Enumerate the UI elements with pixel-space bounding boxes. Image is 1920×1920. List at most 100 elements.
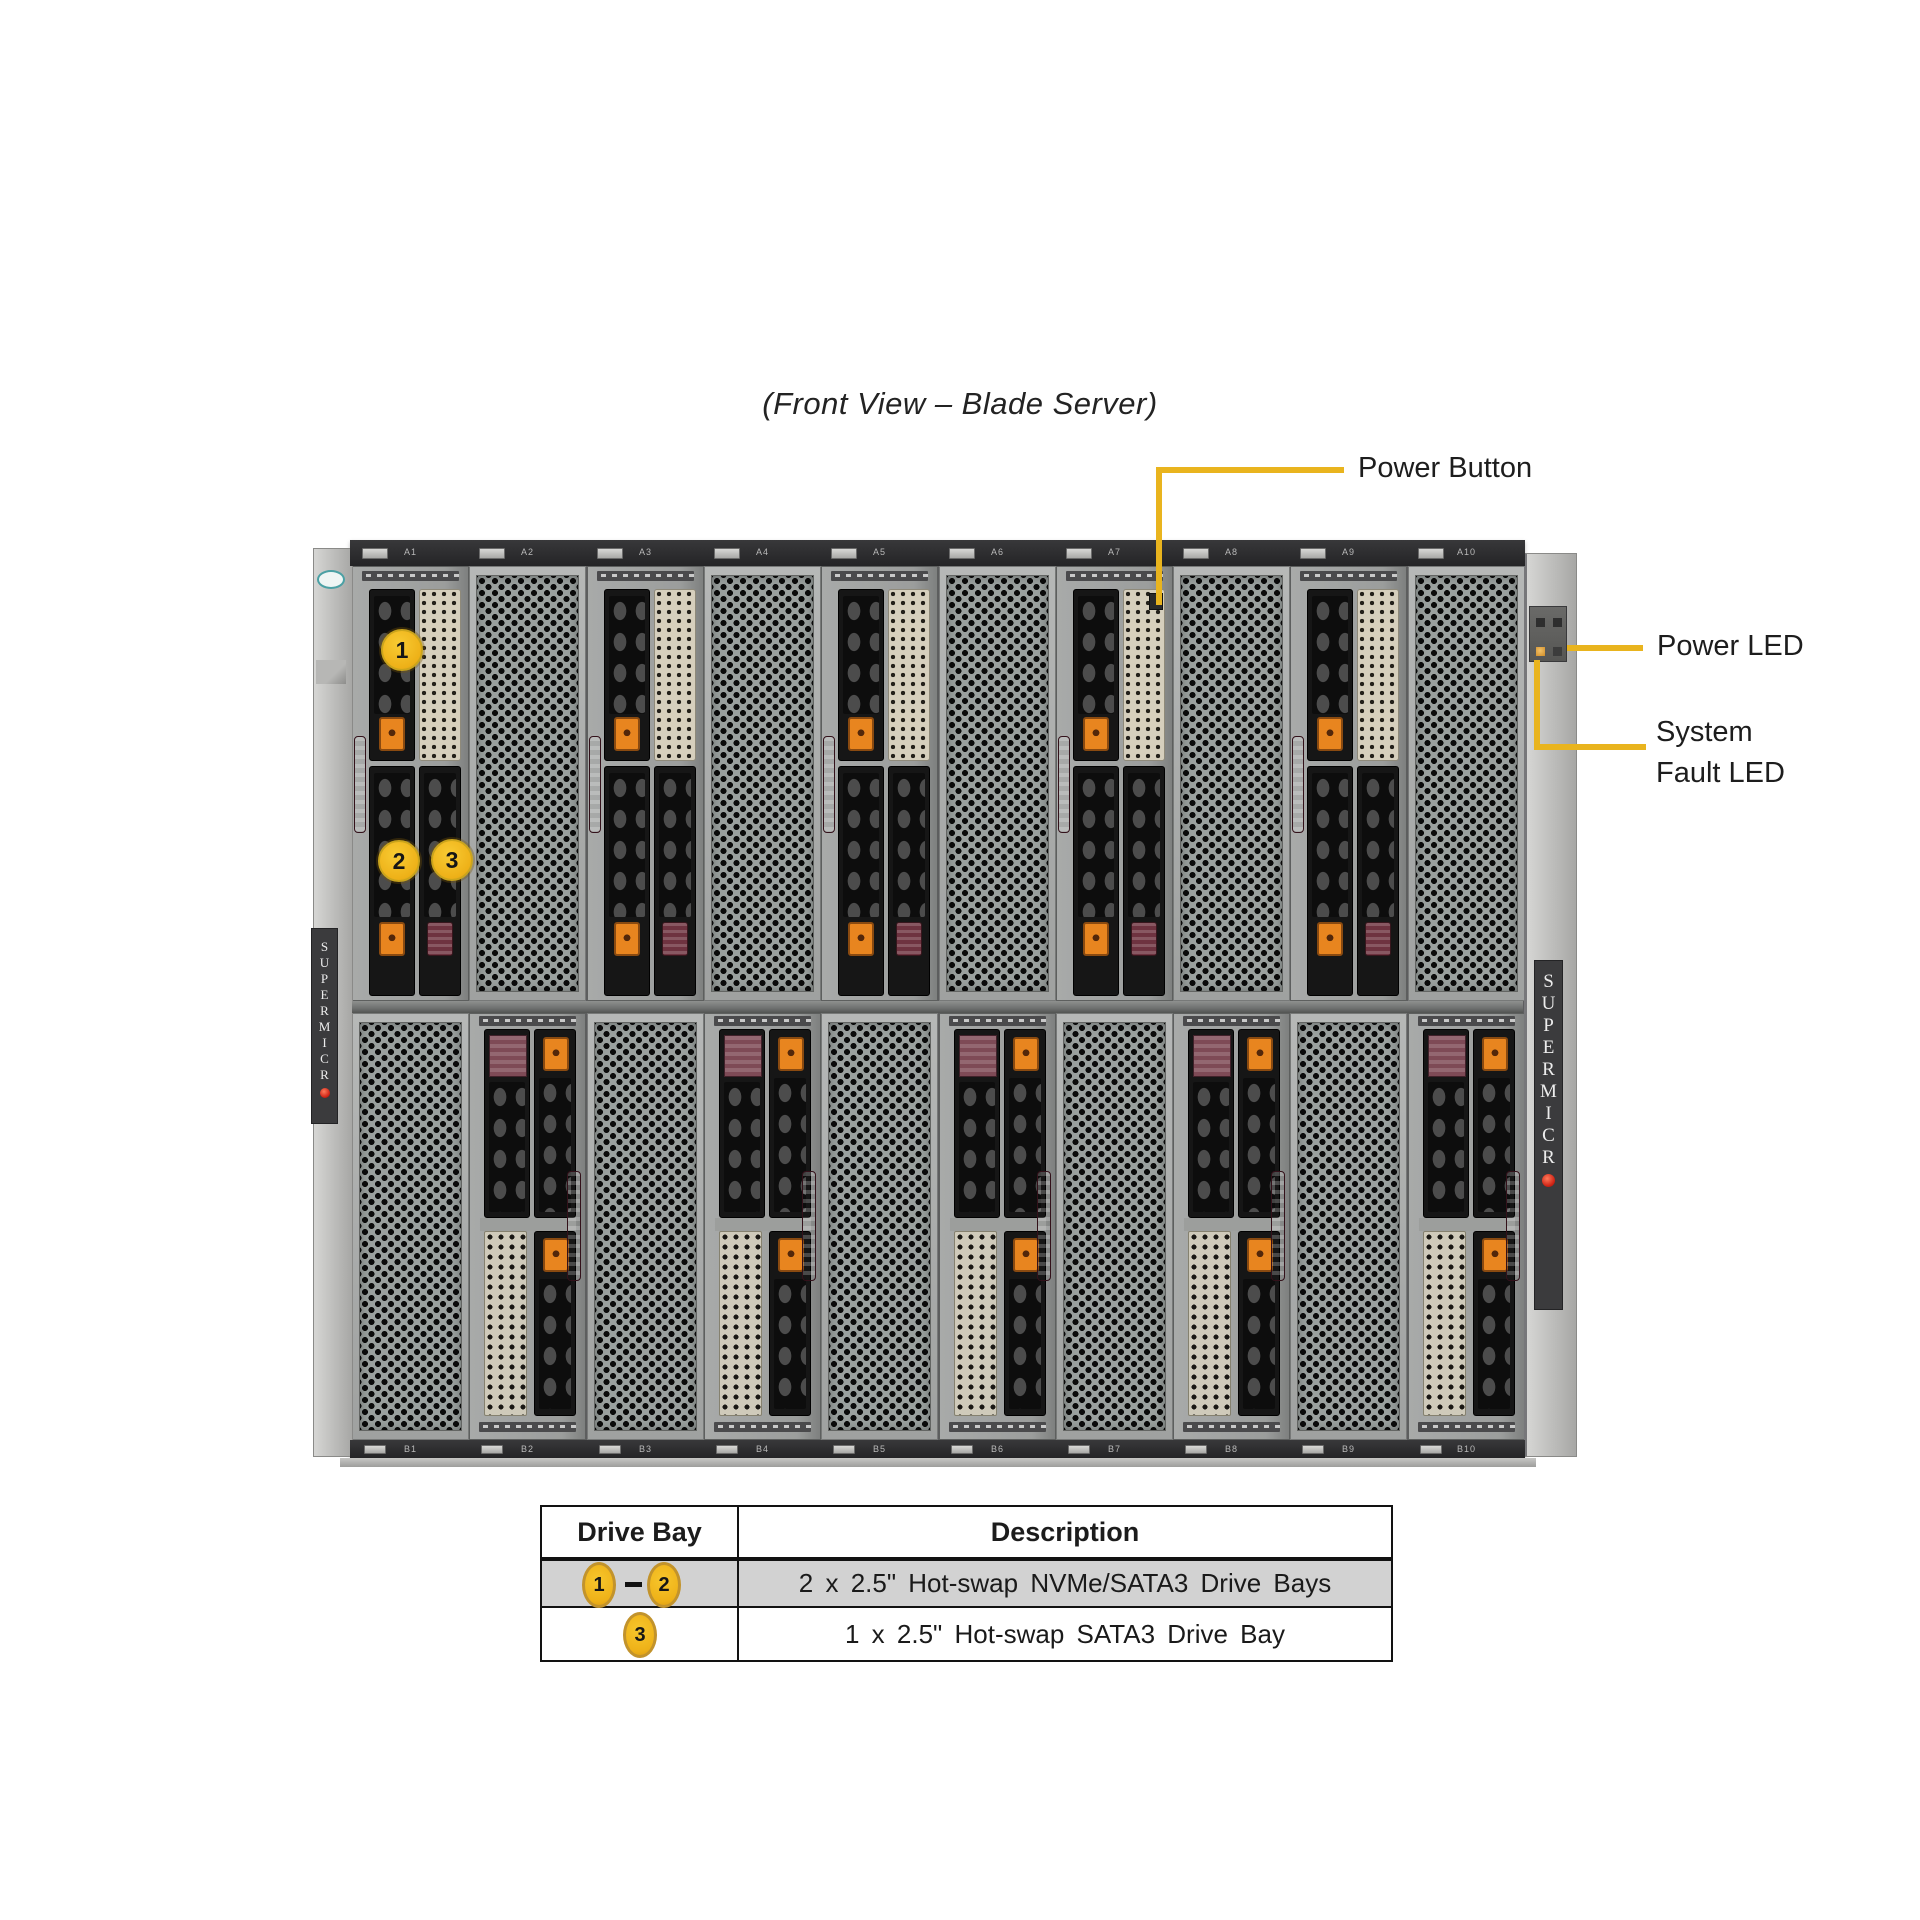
drive-tray: [1123, 766, 1165, 996]
mesh-blade-B1: [352, 1013, 469, 1440]
blade-id-label: [714, 1016, 811, 1026]
drive-latch-button: [1247, 1238, 1273, 1272]
led-module: [1529, 606, 1567, 662]
slot-handle: [1066, 548, 1092, 559]
table-bay-badge-2: 2: [647, 1562, 681, 1608]
slot-handle: [1418, 548, 1444, 559]
drive-tray: [1004, 1029, 1046, 1218]
tray-divider: [715, 1218, 811, 1231]
slot-handle: [1420, 1445, 1442, 1454]
vent-slots: [1428, 1082, 1464, 1212]
superblade-logo: [317, 570, 345, 589]
led-window-icon: [1536, 618, 1545, 627]
slot-handle: [833, 1445, 855, 1454]
blade-slot-B6: [939, 1013, 1056, 1440]
blade-id-label: [362, 571, 459, 581]
mesh-blade-B5: [821, 1013, 938, 1440]
table-row: 3 1 x 2.5" Hot-swap SATA3 Drive Bay: [542, 1608, 1391, 1660]
vent-slots: [774, 1078, 806, 1212]
mesh-blade-A4: [704, 566, 821, 1001]
blade-slot-B2: [469, 1013, 586, 1440]
vent-slots: [1193, 1082, 1229, 1212]
blade-id-label: [1418, 1422, 1515, 1432]
table-description: 2 x 2.5" Hot-swap NVMe/SATA3 Drive Bays: [798, 1568, 1332, 1598]
slot-label-B9: B9: [1341, 1444, 1355, 1454]
drive-tray: [419, 766, 461, 996]
drive-latch-button: [614, 922, 640, 956]
blade-slot-A5: [821, 566, 938, 1001]
drive-latch-button: [1083, 717, 1109, 751]
vent-slots: [539, 1279, 571, 1409]
drive-latch-button: [778, 1037, 804, 1071]
drive-tray: [484, 1029, 530, 1218]
brand-badge-left: SUPERMICR: [311, 928, 338, 1124]
system-fault-led-callout-line: [1534, 744, 1646, 750]
slot-label-B4: B4: [755, 1444, 769, 1454]
blade-id-label: [1300, 571, 1397, 581]
blade-id-label: [1183, 1422, 1280, 1432]
drive-tray: [954, 1029, 1000, 1218]
blade-slot-B4: [704, 1013, 821, 1440]
slot-label-A3: A3: [638, 547, 652, 557]
slot-handle: [949, 548, 975, 559]
vent-slots: [893, 773, 925, 917]
drive-tray: [769, 1231, 811, 1416]
vent-slots: [843, 773, 879, 917]
vent-slots: [774, 1279, 806, 1409]
drive-tray: [1073, 766, 1119, 996]
power-button-callout-line: [1156, 467, 1162, 605]
release-lever: [1058, 736, 1070, 833]
vent-slots: [489, 1082, 525, 1212]
mesh-vent-panel: [1063, 1022, 1166, 1431]
vent-slots: [609, 596, 645, 714]
slot-handle: [1068, 1445, 1090, 1454]
drive-tray: [1238, 1231, 1280, 1416]
release-lever: [567, 1171, 581, 1281]
system-fault-led-callout-line: [1534, 660, 1540, 750]
vent-slots: [659, 773, 691, 917]
perforated-panel: [484, 1231, 527, 1416]
release-lever: [1292, 736, 1304, 833]
slot-label-A10: A10: [1456, 547, 1476, 557]
drive-latch-button: [1482, 1037, 1508, 1071]
mesh-blade-A8: [1173, 566, 1290, 1001]
blade-id-label: [1066, 571, 1163, 581]
mesh-vent-panel: [476, 575, 579, 992]
drive-tray: [769, 1029, 811, 1218]
drive-latch-button: [1317, 922, 1343, 956]
slot-handle: [479, 548, 505, 559]
perforated-panel: [719, 1231, 762, 1416]
vent-slots: [1009, 1078, 1041, 1212]
drive-latch-button: [427, 922, 453, 956]
table-header-description: Description: [990, 1516, 1140, 1547]
drive-latch-button: [1317, 717, 1343, 751]
vent-slots: [609, 773, 645, 917]
slot-label-A1: A1: [403, 547, 417, 557]
power-led-label: Power LED: [1657, 630, 1804, 662]
drive-latch-button: [614, 717, 640, 751]
drive-handle: [724, 1035, 762, 1077]
vent-slots: [1312, 773, 1348, 917]
slot-label-B10: B10: [1456, 1444, 1476, 1454]
vent-slots: [959, 1082, 995, 1212]
table-header-row: Drive Bay Description: [542, 1507, 1391, 1557]
drive-latch-button: [543, 1238, 569, 1272]
slot-label-A4: A4: [755, 547, 769, 557]
drive-latch-button: [1365, 922, 1391, 956]
release-lever: [1506, 1171, 1520, 1281]
brand-dot-icon: [319, 1088, 330, 1098]
drive-tray-blank: [888, 589, 930, 761]
brand-text: SUPERMICR: [1538, 971, 1559, 1169]
drive-tray: [604, 589, 650, 761]
drive-latch-button: [896, 922, 922, 956]
blade-id-label: [949, 1422, 1046, 1432]
drive-handle: [1193, 1035, 1231, 1077]
range-dash-icon: [625, 1582, 642, 1587]
vent-slots: [1478, 1279, 1510, 1409]
slot-label-B2: B2: [520, 1444, 534, 1454]
slot-label-B5: B5: [872, 1444, 886, 1454]
release-lever: [1037, 1171, 1051, 1281]
slot-label-A5: A5: [872, 547, 886, 557]
